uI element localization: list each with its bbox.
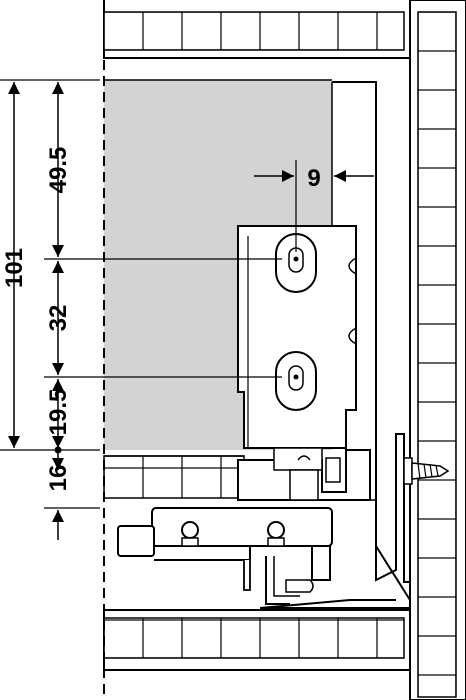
dim-total-height: 101 bbox=[1, 248, 28, 288]
top-drawer-panel bbox=[103, 0, 410, 59]
front-fixing-bracket bbox=[237, 225, 357, 449]
dim-bottom-gap: 16 bbox=[45, 465, 72, 492]
dimension-dot bbox=[54, 446, 62, 454]
runner-mechanism bbox=[117, 507, 333, 605]
extension-lines bbox=[0, 79, 297, 509]
dimension-lines bbox=[7, 82, 374, 540]
locking-clip bbox=[237, 447, 371, 501]
dim-horizontal-offset: 9 bbox=[307, 165, 320, 192]
cabinet-side-wall bbox=[409, 0, 466, 700]
upper-fixing-hole bbox=[275, 233, 317, 293]
dim-top-offset: 49.5 bbox=[45, 147, 72, 194]
lower-fixing-hole bbox=[275, 351, 317, 411]
lower-rail bbox=[103, 455, 245, 499]
bottom-drawer-panel bbox=[103, 609, 411, 671]
dim-hole-spacing: 32 bbox=[45, 305, 72, 332]
dim-bottom-hole-offset: 19.5 bbox=[45, 389, 72, 436]
screw bbox=[403, 457, 450, 485]
runner-channel bbox=[259, 433, 411, 609]
